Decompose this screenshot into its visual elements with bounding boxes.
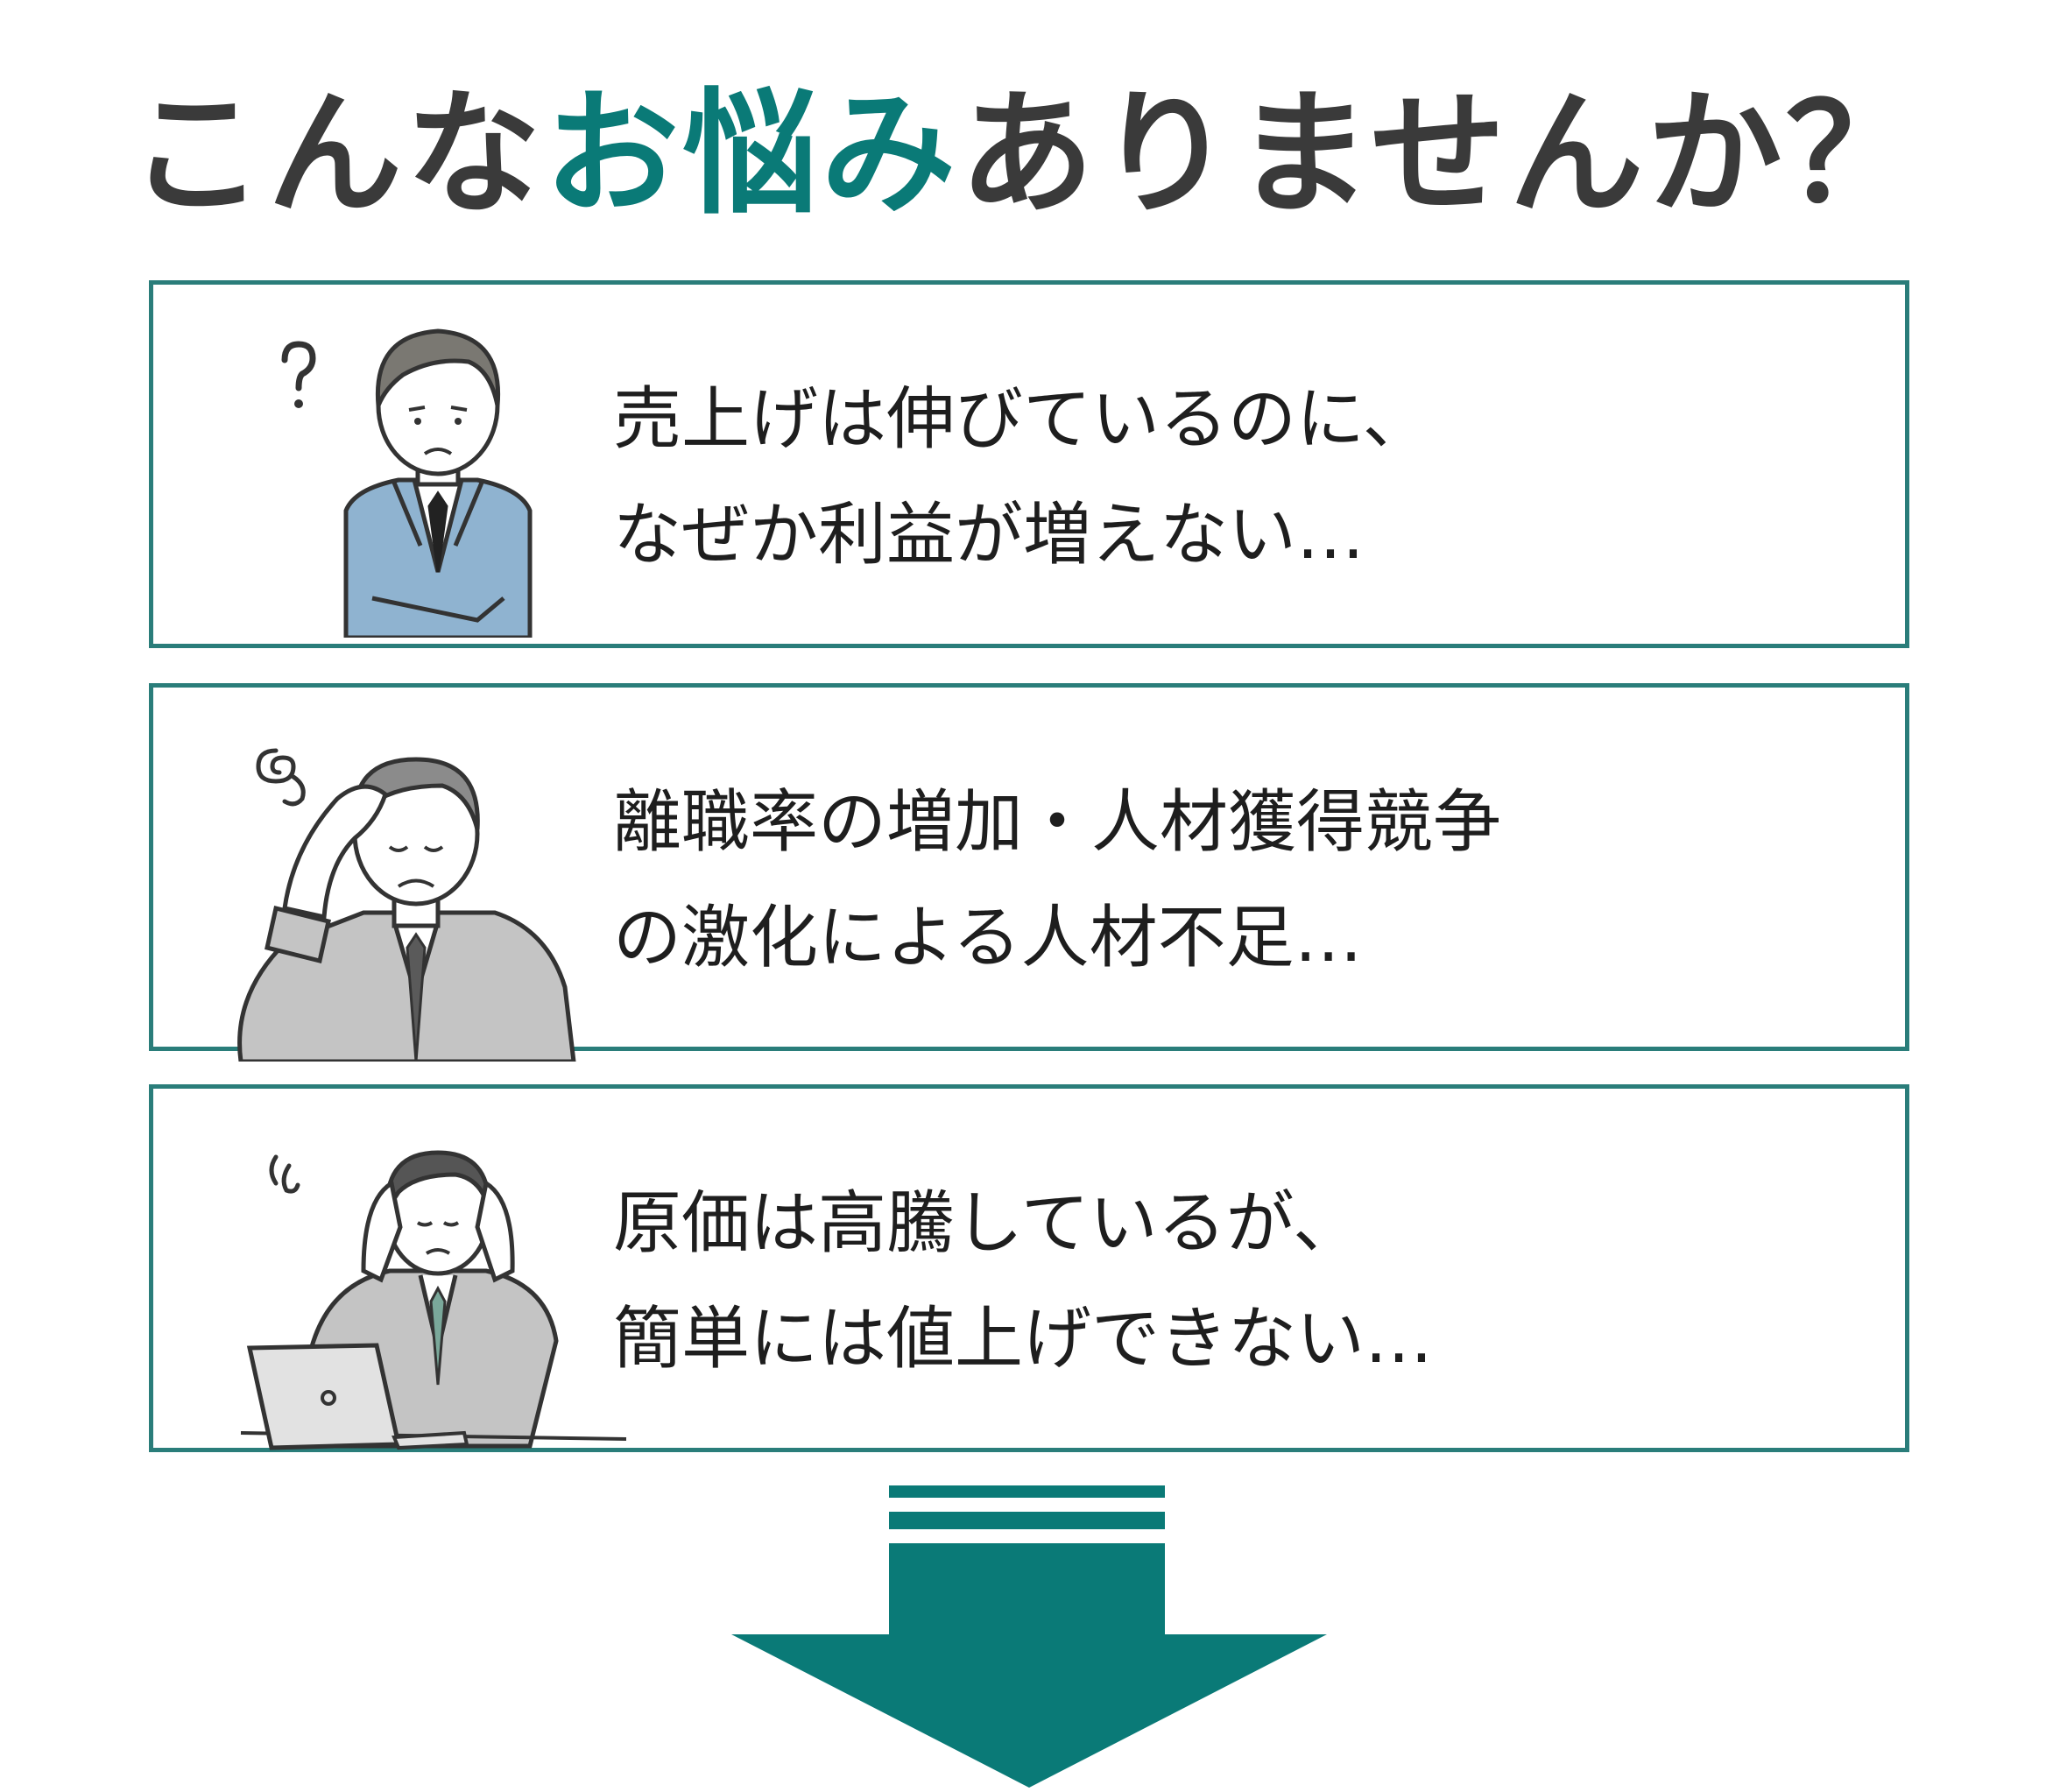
problem-card-3: 原価は高騰しているが、 簡単には値上げできない… — [149, 1084, 1909, 1452]
stressed-businessman-laptop-icon — [240, 1150, 627, 1450]
title-suffix: ありませんか？ — [959, 76, 1924, 233]
problem-card-2: 離職率の増加・人材獲得競争 の激化による人材不足… — [149, 683, 1909, 1062]
problem-line: 原価は高騰しているが、 — [613, 1184, 1362, 1263]
problem-line: の激化による人材不足… — [613, 899, 1363, 977]
problem-card-1: 売上げは伸びているのに、 なぜか利益が増えない… — [149, 280, 1909, 648]
confused-businessman-icon — [281, 328, 533, 638]
problem-line: 離職率の増加・人材獲得競争 — [613, 783, 1502, 862]
title-accent: お悩み — [544, 76, 960, 233]
problem-text-1: 売上げは伸びているのに、 なぜか利益が増えない… — [613, 362, 1431, 593]
worried-businessman-icon — [237, 748, 576, 1062]
problem-line: なぜか利益が増えない… — [613, 496, 1365, 575]
problem-text-2: 離職率の増加・人材獲得競争 の激化による人材不足… — [613, 765, 1501, 996]
problem-text-3: 原価は高騰しているが、 簡単には値上げできない… — [613, 1166, 1433, 1397]
problem-line: 売上げは伸びているのに、 — [613, 380, 1431, 459]
title-prefix: こんな — [129, 76, 545, 233]
down-arrow-icon — [731, 1485, 1327, 1788]
page-title: こんなお悩みありませんか？ — [0, 72, 2053, 238]
problem-line: 簡単には値上げできない… — [613, 1300, 1434, 1379]
